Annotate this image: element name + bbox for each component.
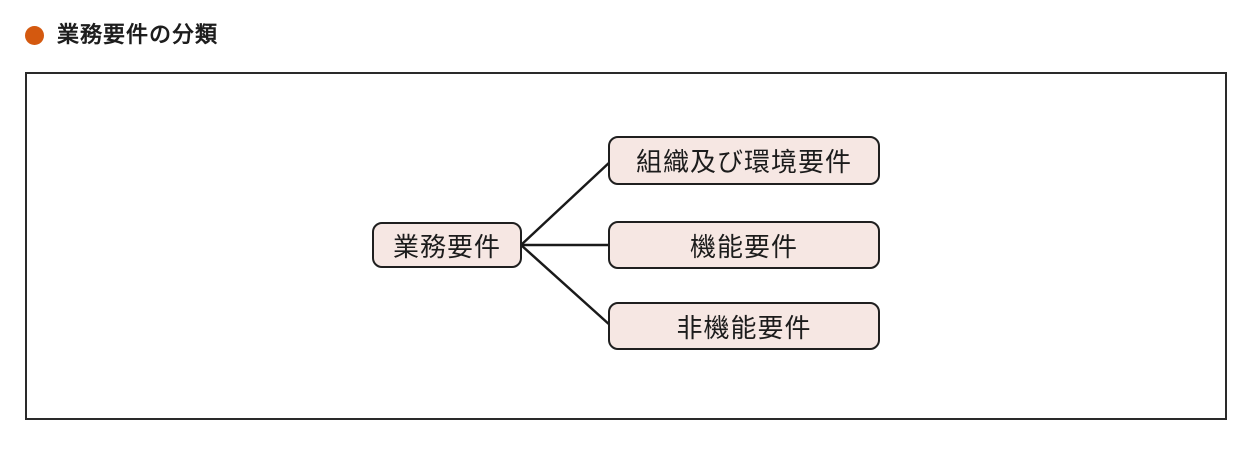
section-header: 業務要件の分類 — [25, 24, 218, 46]
orange-bullet-icon — [25, 25, 44, 45]
node-nonfunctional-requirements: 非機能要件 — [608, 302, 880, 350]
page-title: 業務要件の分類 — [57, 22, 219, 47]
diagram-frame: 業務要件 組織及び環境要件 機能要件 非機能要件 — [25, 72, 1227, 420]
node-business-requirements: 業務要件 — [372, 222, 522, 268]
node-functional-requirements: 機能要件 — [608, 221, 880, 269]
node-organizational-environmental-requirements: 組織及び環境要件 — [608, 136, 880, 185]
